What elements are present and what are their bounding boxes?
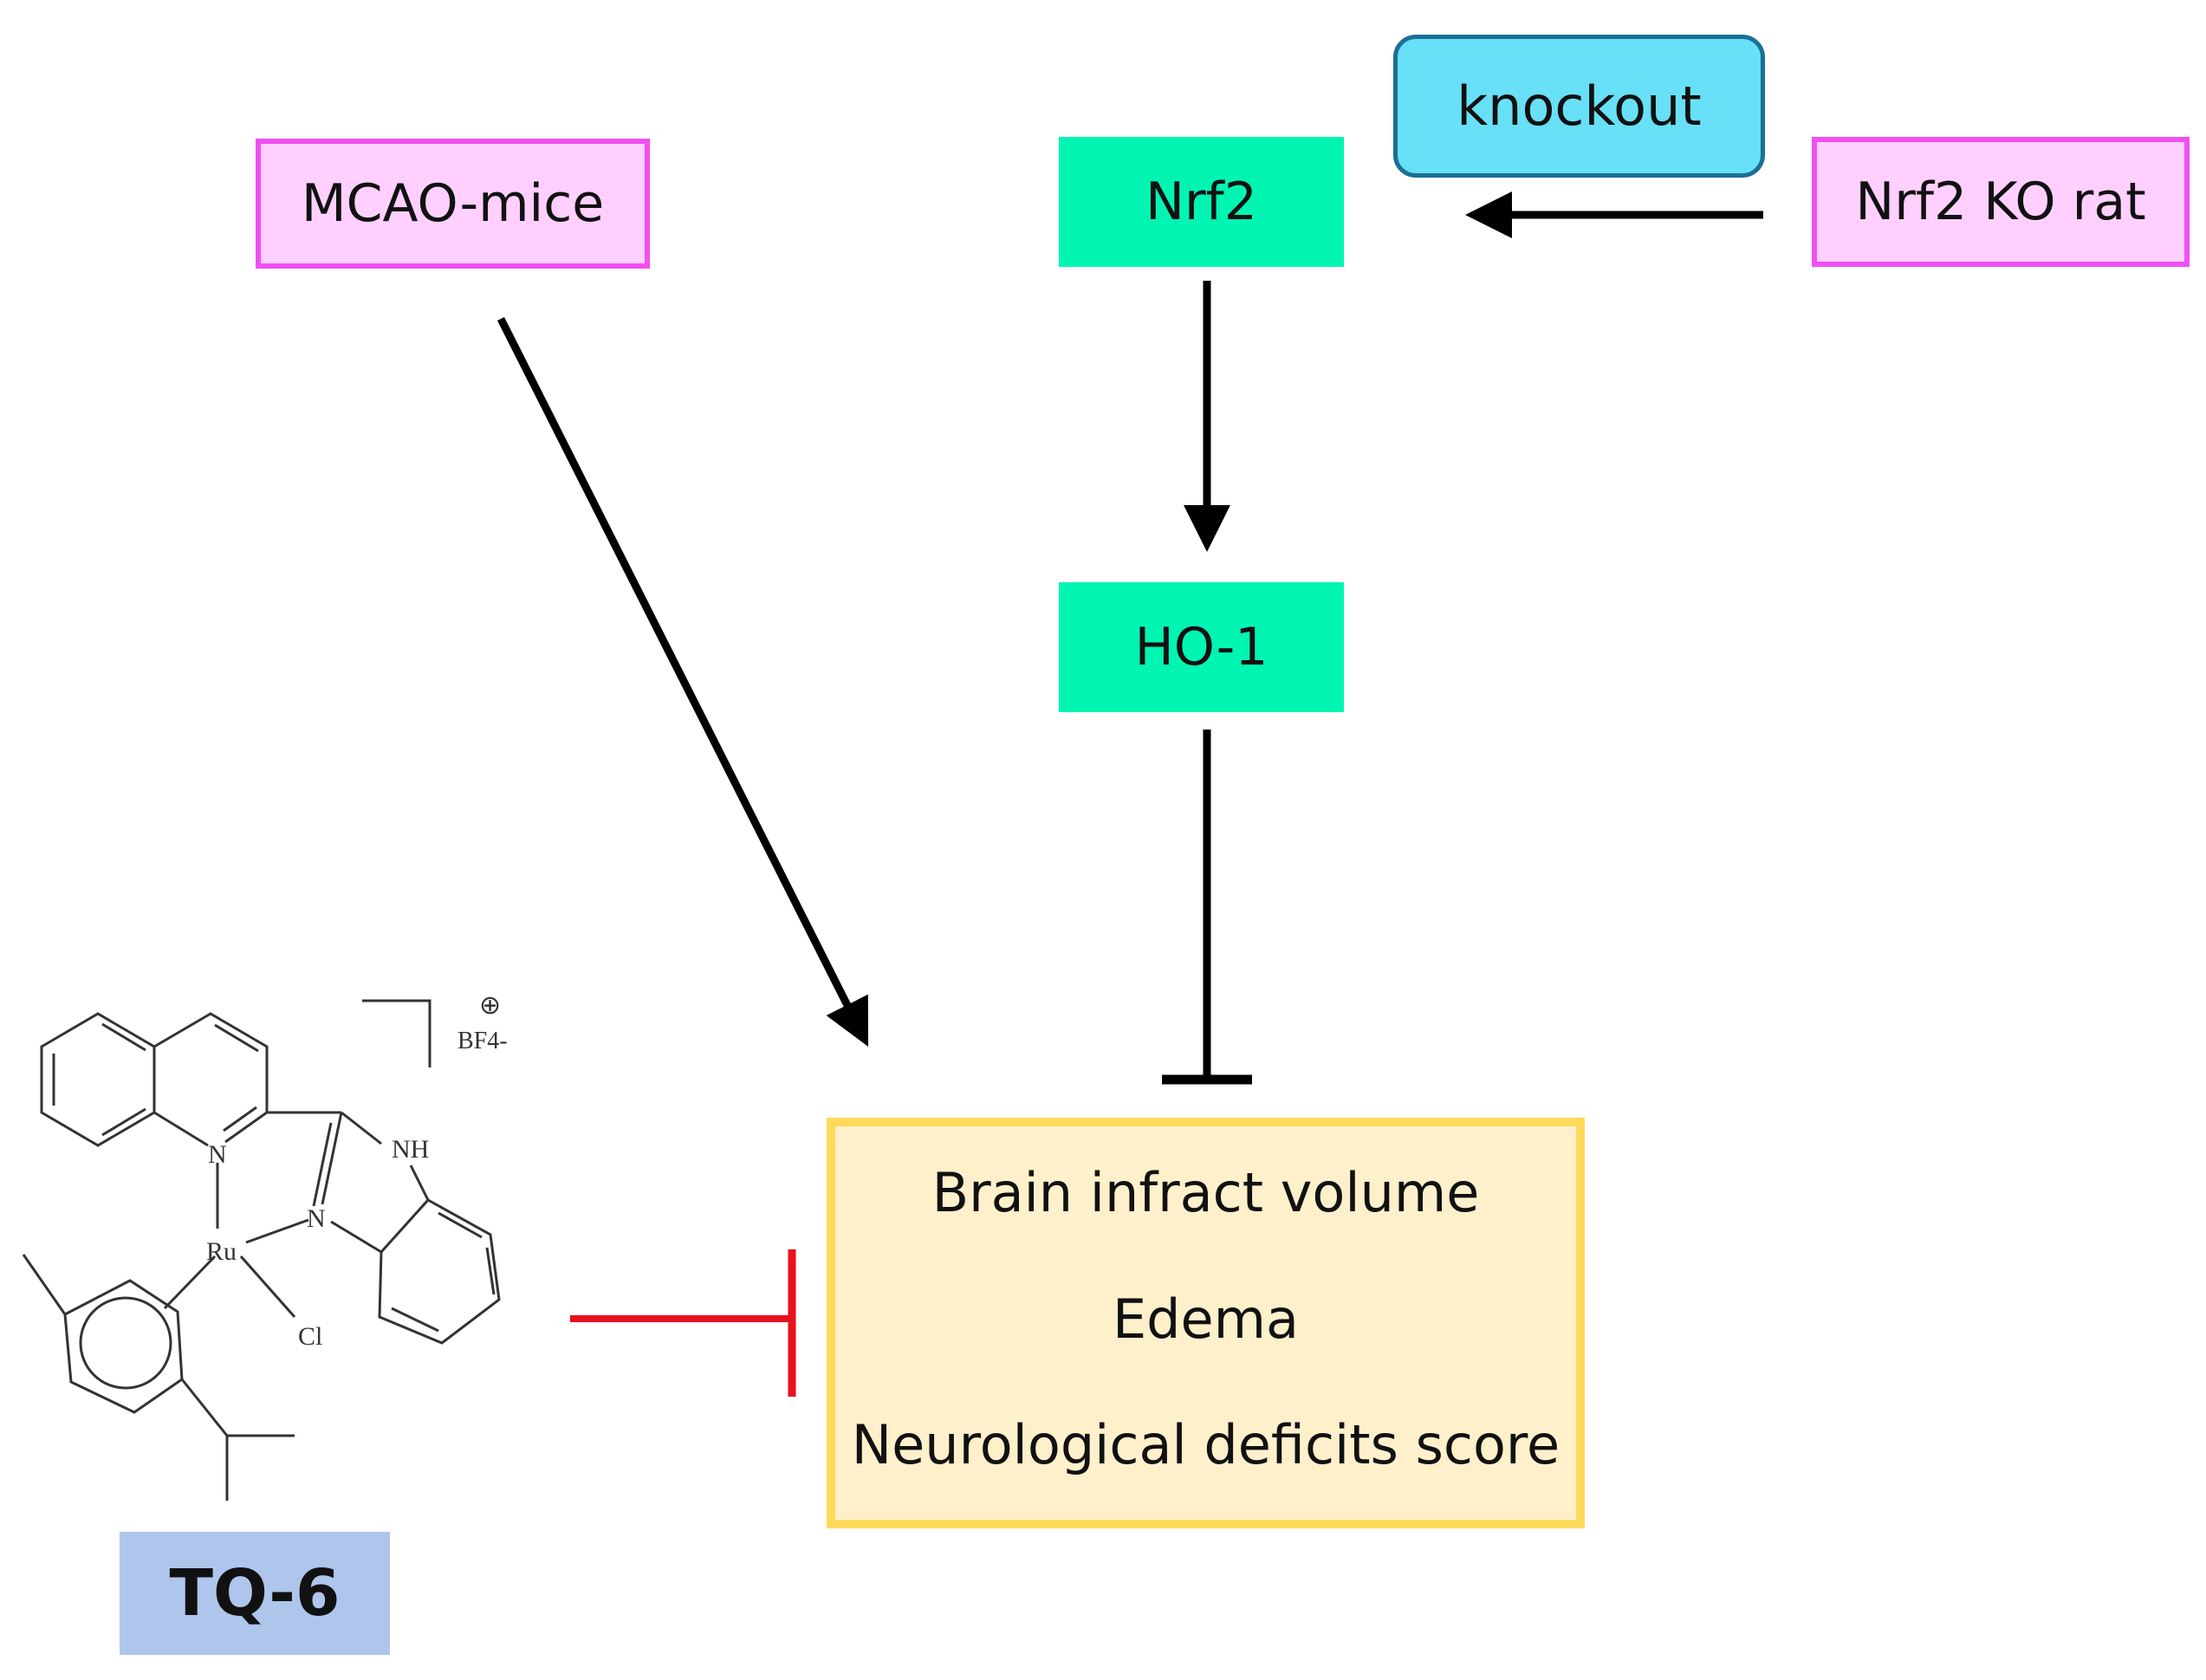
ho1-label: HO-1 bbox=[1134, 617, 1268, 678]
benzimidazole-benzo-ring bbox=[378, 1198, 501, 1345]
arene-circle bbox=[79, 1296, 172, 1390]
quinoline-pyridine-ring bbox=[153, 1012, 269, 1144]
tq6-label: TQ-6 bbox=[169, 1556, 341, 1631]
charge-label: ⊕ bbox=[479, 991, 501, 1020]
knockout-label: knockout bbox=[1457, 75, 1702, 138]
imidazole-ring bbox=[341, 1111, 382, 1145]
nrf2-label: Nrf2 bbox=[1145, 172, 1257, 232]
nrf2-ko-rat-node: Nrf2 KO rat bbox=[1812, 137, 2190, 267]
outcome-box: Brain infract volume Edema Neurological … bbox=[827, 1118, 1585, 1528]
cl-label: Cl bbox=[298, 1322, 322, 1351]
nh-label: NH bbox=[392, 1135, 429, 1164]
mcao-to-outcome-arrow bbox=[496, 316, 869, 1048]
tq6-label-box: TQ-6 bbox=[120, 1532, 390, 1655]
tq6-inhibition bbox=[570, 1249, 796, 1397]
arene-ring bbox=[63, 1279, 184, 1414]
structure-bracket bbox=[362, 999, 431, 1067]
n-imidazole-label: N bbox=[307, 1204, 326, 1233]
outcome-edema: Edema bbox=[1112, 1287, 1300, 1351]
quinoline-benzo-ring bbox=[40, 1012, 156, 1147]
mcao-mice-node: MCAO-mice bbox=[256, 139, 650, 269]
outcome-brain-infract: Brain infract volume bbox=[931, 1161, 1480, 1224]
mcao-mice-label: MCAO-mice bbox=[301, 173, 605, 234]
outcome-neurological: Neurological deficits score bbox=[851, 1413, 1560, 1476]
ho1-inhibition bbox=[1162, 730, 1252, 1085]
n-quinoline-label: N bbox=[208, 1140, 227, 1169]
knockout-node: knockout bbox=[1393, 35, 1765, 178]
nrf2-node: Nrf2 bbox=[1059, 137, 1344, 267]
ru-label: Ru bbox=[206, 1237, 237, 1266]
counterion-label: BF4- bbox=[457, 1028, 508, 1054]
nrf2-ko-rat-label: Nrf2 KO rat bbox=[1855, 172, 2146, 232]
ho1-node: HO-1 bbox=[1059, 582, 1344, 712]
